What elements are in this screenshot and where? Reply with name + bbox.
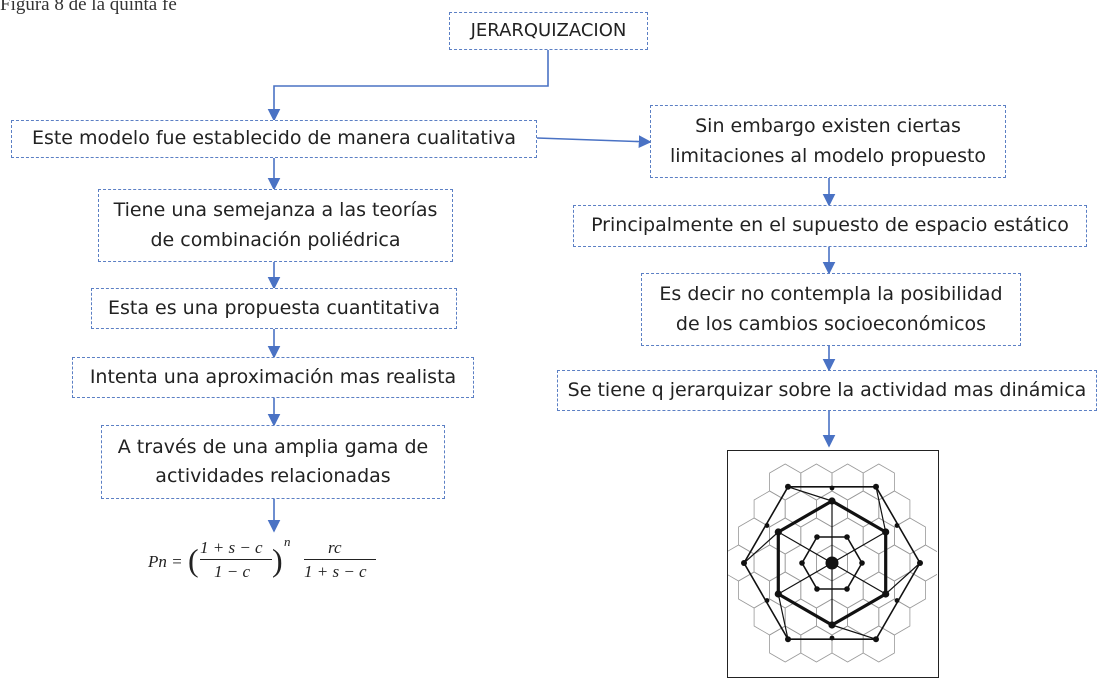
formula-den2: 1 + s − c (304, 562, 367, 581)
settlement-node (828, 621, 836, 629)
hexagon-cell (800, 463, 833, 501)
network-link (831, 531, 886, 564)
network-link (778, 531, 833, 564)
hexagon-cell (753, 490, 786, 528)
formula-den1: 1 − c (214, 562, 251, 581)
settlement-node (741, 560, 747, 566)
settlement-node (894, 598, 900, 603)
settlement-node (859, 560, 865, 566)
hexagon-cell (784, 490, 817, 528)
network-link (875, 486, 887, 533)
hexagon-cell (909, 544, 942, 582)
settlement-node (873, 636, 879, 643)
network-link (831, 562, 886, 595)
arrow-left-to-right (536, 135, 652, 148)
hexagon-cell (893, 517, 926, 555)
network-link (778, 562, 833, 595)
settlement-node (873, 483, 879, 490)
settlement-node (764, 523, 770, 528)
hexagon-cell (862, 625, 895, 663)
figure-caption: Figura 8 de la quinta fe (0, 0, 177, 15)
settlement-node (829, 485, 835, 491)
hexagon-cell (831, 625, 864, 663)
hexagon-cell (878, 598, 911, 636)
network-link (777, 593, 789, 640)
settlement-node (844, 586, 850, 592)
hexagon-cell (862, 463, 895, 501)
settlement-node (774, 590, 782, 598)
settlement-node (814, 534, 820, 540)
hexagon-cell (784, 598, 817, 636)
network-link (787, 486, 833, 502)
hexagon-cell (800, 625, 833, 663)
right-box-1: Sin embargo existen ciertas limitaciones… (650, 105, 1006, 178)
network-link (743, 531, 779, 564)
settlement-node (785, 636, 791, 643)
hexagon-cell (738, 571, 770, 609)
left-box-5: A través de una amplia gama de actividad… (101, 425, 445, 499)
settlement-node (785, 483, 791, 490)
settlement-node (844, 534, 850, 540)
left-box-4: Intenta una aproximación mas realista (72, 357, 474, 398)
settlement-node (882, 590, 890, 598)
right-box-4: Se tiene q jerarquizar sobre la activida… (557, 370, 1097, 411)
settlement-node (917, 560, 923, 566)
settlement-node (825, 556, 839, 570)
right-box-2: Principalmente en el supuesto de espacio… (573, 205, 1087, 247)
right-box-3: Es decir no contempla la posibilidad de … (641, 273, 1021, 346)
settlement-node (882, 528, 890, 536)
hexagon-cell (893, 571, 926, 609)
settlement-node (828, 497, 836, 505)
formula-exponent: n (284, 534, 291, 549)
network-link (831, 624, 877, 640)
settlement-node (894, 523, 900, 528)
network-link (885, 562, 921, 595)
formula-lhs: Pn = (148, 552, 183, 571)
left-box-1: Este modelo fue establecido de manera cu… (11, 120, 537, 158)
settlement-node (764, 598, 770, 603)
hexagon-cell (738, 517, 770, 555)
hexagon-cell (831, 463, 864, 501)
hexagon-network-icon (722, 463, 942, 663)
formula-num2: rc (328, 538, 342, 557)
settlement-node (829, 635, 835, 641)
left-box-2: Tiene una semejanza a las teorías de com… (98, 189, 453, 262)
hexagon-cell (769, 463, 802, 501)
left-box-3: Esta es una propuesta cuantitativa (91, 288, 457, 329)
settlement-node (774, 528, 782, 536)
settlement-node (814, 586, 820, 592)
hexagonal-hierarchy-figure (722, 450, 942, 678)
hexagon-cell (847, 598, 880, 636)
hexagon-cell (847, 490, 880, 528)
formula: Pn = ( 1 + s − c 1 − c ) n rc 1 + s − c (148, 534, 388, 586)
arrow-title-to-left (267, 50, 549, 122)
settlement-node (799, 560, 805, 566)
title-box: JERARQUIZACION (449, 12, 648, 50)
formula-num1: 1 + s − c (200, 538, 263, 557)
hexagon-cell (769, 625, 802, 663)
